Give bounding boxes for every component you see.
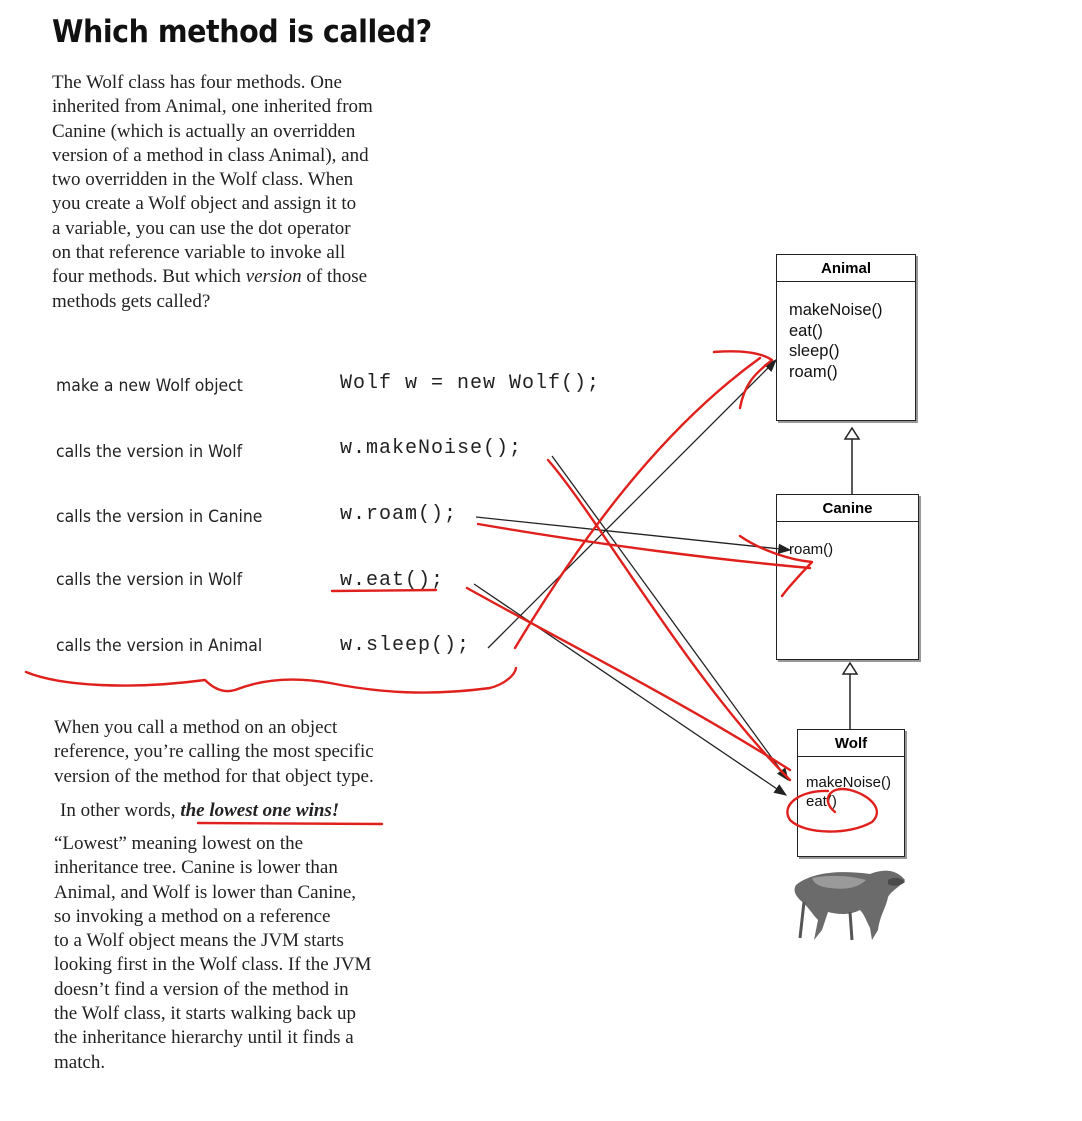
explain-line: reference, you’re calling the most speci… <box>54 741 374 763</box>
lowest-line: looking first in the Wolf class. If the … <box>54 954 372 976</box>
intro-line: on that reference variable to invoke all <box>52 242 346 264</box>
intro-paragraph: The Wolf class has four methods. One inh… <box>52 71 452 314</box>
intro-emphasis: version <box>245 266 302 288</box>
red-annotations <box>24 350 879 833</box>
lowest-paragraph: “Lowest” meaning lowest on the inheritan… <box>54 832 454 1075</box>
animal-method: eat() <box>789 321 823 340</box>
row-note: calls the version in Wolf <box>56 442 243 462</box>
intro-line: two overridden in the Wolf class. When <box>52 169 354 191</box>
intro-line: Canine (which is actually an overridden <box>52 120 356 142</box>
animal-class-box: Animal makeNoise() eat() sleep() roam() <box>776 254 916 421</box>
animal-class-name: Animal <box>777 255 915 282</box>
lowest-line: to a Wolf object means the JVM starts <box>54 930 344 952</box>
animal-method: makeNoise() <box>789 301 883 319</box>
wolf-class-name: Wolf <box>798 730 904 757</box>
row-note: calls the version in Animal <box>56 636 263 656</box>
intro-line: The Wolf class has four methods. One <box>52 72 342 93</box>
row-note: calls the version in Wolf <box>56 570 243 590</box>
lowest-line: inheritance tree. Canine is lower than <box>54 857 338 879</box>
page-title: Which method is called? <box>52 14 432 50</box>
lowest-line: so invoking a method on a reference <box>54 905 331 927</box>
intro-line: a variable, you can use the dot operator <box>52 217 351 239</box>
explain-line: version of the method for that object ty… <box>54 765 374 787</box>
wolf-picture <box>794 870 905 941</box>
lowest-wins-line: In other words, the lowest one wins! <box>60 799 339 823</box>
code-line: Wolf w = new Wolf(); <box>340 372 601 395</box>
code-line: w.roam(); <box>340 503 458 526</box>
animal-method: roam() <box>789 362 838 381</box>
lowest-line: doesn’t find a version of the method in <box>54 978 349 1000</box>
lowest-line: “Lowest” meaning lowest on the <box>54 833 304 854</box>
lowest-line: Animal, and Wolf is lower than Canine, <box>54 881 357 903</box>
wolf-method: makeNoise() <box>806 774 892 791</box>
lowest-line: the Wolf class, it starts walking back u… <box>54 1003 357 1025</box>
intro-line: version of a method in class Animal), an… <box>52 144 369 166</box>
animal-method: sleep() <box>789 342 840 360</box>
lowest-wins-emphasis: the lowest one wins! <box>180 800 340 821</box>
wolf-class-box: Wolf makeNoise() eat() <box>797 729 905 857</box>
row-note: make a new Wolf object <box>56 376 243 396</box>
lowest-line: the inheritance hierarchy until it finds… <box>54 1027 354 1049</box>
call-arrows <box>473 359 792 796</box>
code-line: w.makeNoise(); <box>340 437 523 460</box>
canine-class-name: Canine <box>777 495 918 522</box>
row-note: calls the version in Canine <box>56 507 263 527</box>
explain-line: When you call a method on an object <box>54 717 338 738</box>
intro-line: methods gets called? <box>52 290 211 312</box>
intro-text: four methods. But which <box>52 266 246 288</box>
intro-line: inherited from Animal, one inherited fro… <box>52 96 373 118</box>
inheritance-connectors <box>841 426 861 729</box>
intro-line: four methods. But which version of those <box>52 265 452 289</box>
canine-method: roam() <box>789 541 834 558</box>
code-line: w.eat(); <box>340 569 445 592</box>
intro-line: you create a Wolf object and assign it t… <box>52 193 357 215</box>
explain-paragraph: When you call a method on an object refe… <box>54 716 454 789</box>
lowest-line: match. <box>54 1051 106 1073</box>
canine-class-box: Canine roam() <box>776 494 919 660</box>
intro-text: of those <box>301 266 368 288</box>
other-words-text: In other words, <box>60 800 181 821</box>
code-line: w.sleep(); <box>340 634 471 657</box>
